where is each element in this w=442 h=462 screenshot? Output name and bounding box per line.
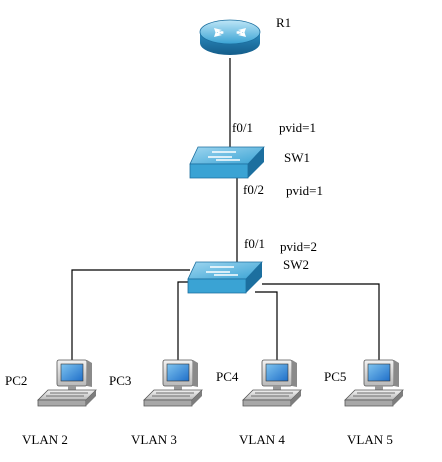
pc5-vlan-label: VLAN 5 xyxy=(347,432,393,447)
sw2-uplink-pvid-label: pvid=2 xyxy=(280,239,317,254)
sw2-label: SW2 xyxy=(283,257,309,272)
pc-pc3-icon[interactable] xyxy=(143,359,203,407)
router-label: R1 xyxy=(276,15,292,30)
link-sw2-pc3 xyxy=(177,281,190,360)
links xyxy=(71,58,380,360)
pc5-label: PC5 xyxy=(324,369,347,384)
pc3-label: PC3 xyxy=(109,373,132,388)
switch-arrows-icon xyxy=(208,151,240,161)
switch-sw1[interactable] xyxy=(189,146,265,179)
link-sw2-pc2 xyxy=(71,269,190,360)
pc2-label: PC2 xyxy=(5,373,28,388)
sw1-downlink-pvid-label: pvid=1 xyxy=(286,183,323,198)
pc-pc2-icon[interactable] xyxy=(37,359,97,407)
sw1-uplink-port-label: f0/1 xyxy=(232,120,253,135)
pcs xyxy=(37,359,404,407)
link-sw2-pc5 xyxy=(262,283,380,360)
switch-sw2[interactable] xyxy=(187,261,263,294)
pc4-label: PC4 xyxy=(216,369,239,384)
sw2-uplink-port-label: f0/1 xyxy=(244,236,265,251)
router-arrows-icon xyxy=(214,28,246,37)
sw1-uplink-pvid-label: pvid=1 xyxy=(279,120,316,135)
sw1-label: SW1 xyxy=(284,150,310,165)
pc4-vlan-label: VLAN 4 xyxy=(239,432,285,447)
router-r1[interactable] xyxy=(199,19,261,55)
pc-pc4-icon[interactable] xyxy=(242,359,302,407)
pc2-vlan-label: VLAN 2 xyxy=(22,432,68,447)
pc-pc5-icon[interactable] xyxy=(344,359,404,407)
pc3-vlan-label: VLAN 3 xyxy=(131,432,177,447)
sw1-downlink-port-label: f0/2 xyxy=(243,182,264,197)
switch-arrows-icon xyxy=(206,266,238,276)
link-sw2-pc4 xyxy=(255,291,278,360)
